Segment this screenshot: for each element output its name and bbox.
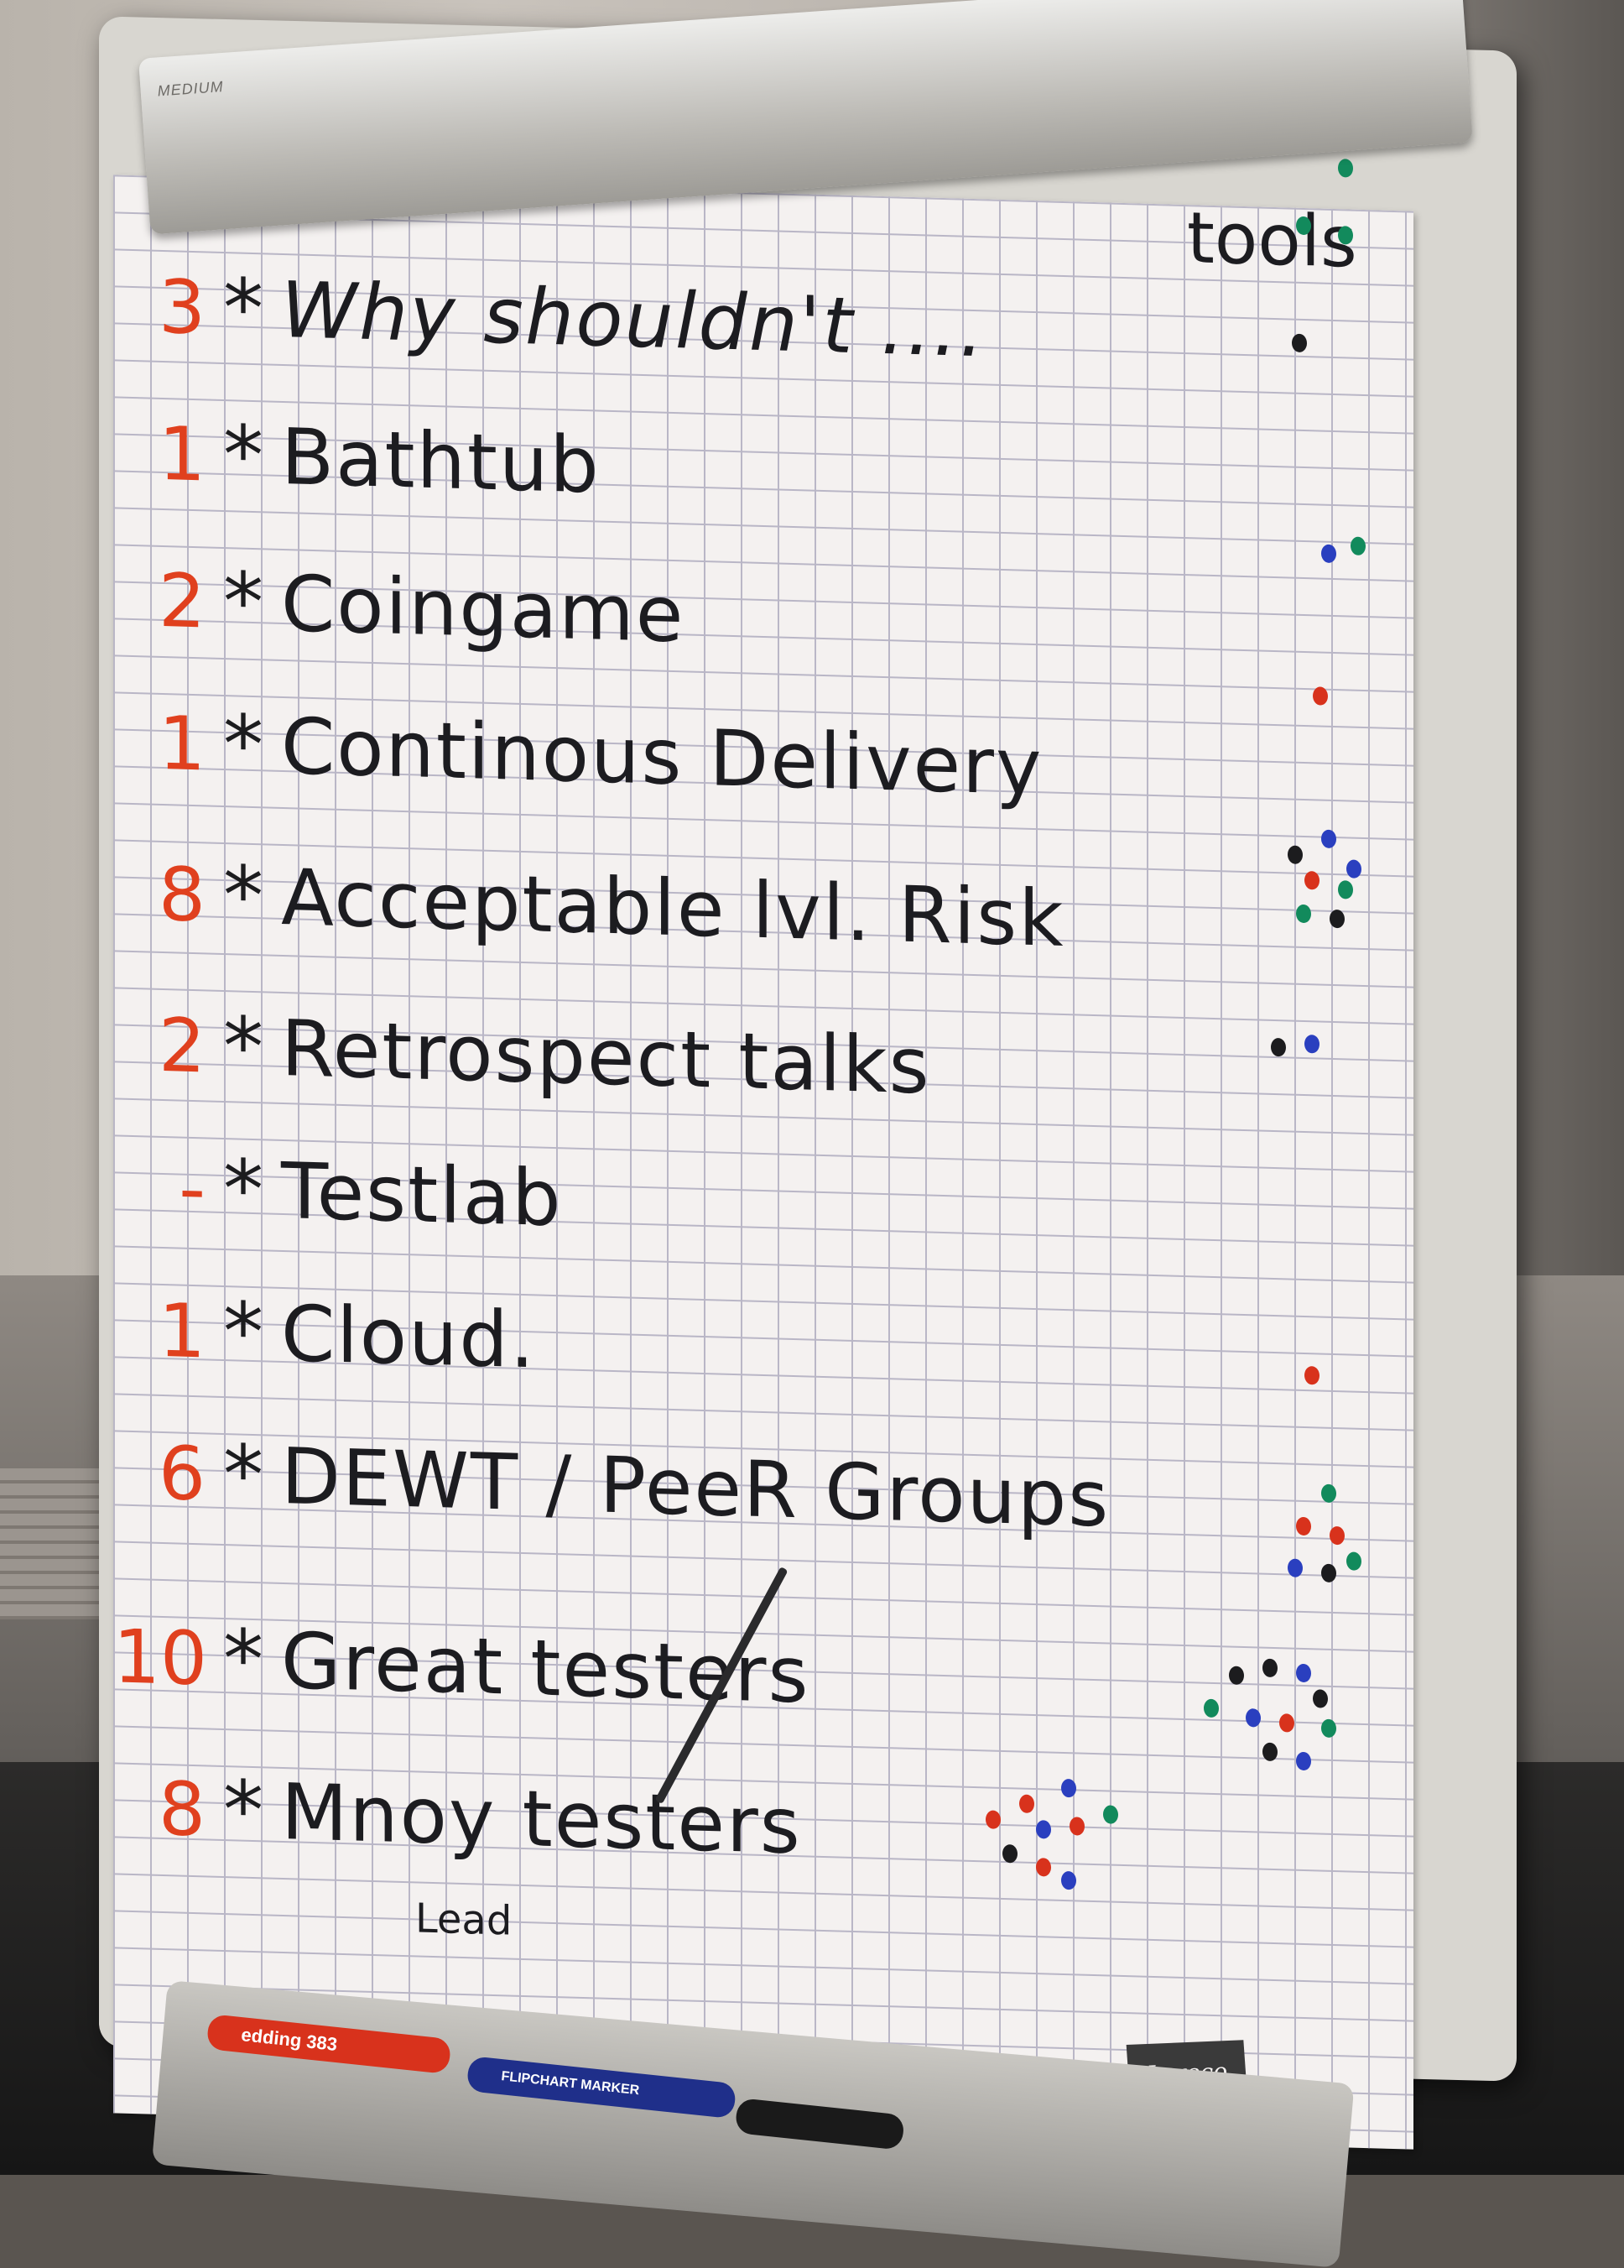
bullet-star-icon: * bbox=[223, 1285, 263, 1380]
vote-dot bbox=[1019, 1794, 1034, 1814]
bullet-star-icon: * bbox=[223, 697, 263, 793]
vote-count: 1 bbox=[159, 1286, 206, 1374]
vote-dot bbox=[1279, 1713, 1294, 1733]
vote-dot bbox=[1036, 1858, 1051, 1877]
vote-dot bbox=[1321, 829, 1336, 849]
list-item: 1 * Continous Delivery bbox=[113, 678, 1413, 840]
topic-label: Bathtub bbox=[281, 411, 601, 511]
topic-label: Continous Delivery bbox=[281, 701, 1044, 812]
vote-count: 8 bbox=[159, 850, 206, 938]
vote-count: 6 bbox=[159, 1429, 206, 1517]
bullet-star-icon: * bbox=[223, 1142, 263, 1238]
flipchart-paper: tools 3 * Why shouldn't .... 1 * Bathtub… bbox=[113, 159, 1413, 2150]
vote-dot bbox=[1321, 1563, 1336, 1583]
annotation-lead: Lead bbox=[415, 1895, 513, 1945]
topic-label: Why shouldn't .... bbox=[281, 264, 986, 374]
vote-count: 10 bbox=[113, 1612, 207, 1702]
list-item: 8 * Acceptable lvl. Risk bbox=[113, 829, 1413, 991]
vote-dot bbox=[1246, 1708, 1261, 1728]
vote-dot bbox=[1061, 1870, 1076, 1890]
red-marker-label: edding 383 bbox=[240, 2024, 339, 2056]
vote-dot bbox=[1321, 1718, 1336, 1739]
blue-marker-label: FLIPCHART MARKER bbox=[500, 2069, 640, 2099]
vote-dot bbox=[1036, 1820, 1051, 1839]
vote-dot bbox=[1262, 1742, 1278, 1762]
vote-dot bbox=[1296, 904, 1311, 924]
list-item: 6 * DEWT / PeeR Groups bbox=[113, 1408, 1413, 1570]
vote-count: 8 bbox=[159, 1765, 206, 1853]
vote-dot bbox=[1070, 1817, 1085, 1836]
vote-count: 2 bbox=[159, 1001, 206, 1089]
vote-count: - bbox=[179, 1144, 206, 1232]
vote-dot bbox=[1061, 1778, 1076, 1798]
topic-label: Acceptable lvl. Risk bbox=[281, 852, 1065, 964]
list-item: 2 * Retrospect talks bbox=[113, 980, 1413, 1142]
bullet-star-icon: * bbox=[223, 848, 263, 944]
vote-dot bbox=[1296, 1516, 1311, 1536]
vote-dot bbox=[1288, 845, 1303, 864]
vote-dot bbox=[1296, 1751, 1311, 1771]
vote-dot bbox=[1351, 536, 1366, 556]
vote-dot bbox=[1296, 216, 1311, 236]
vote-dot bbox=[1321, 1483, 1336, 1504]
vote-count: 2 bbox=[159, 556, 206, 644]
topic-label: Cloud. bbox=[281, 1288, 537, 1385]
vote-count: 1 bbox=[159, 699, 206, 787]
header-suffix-tools: tools bbox=[1187, 196, 1357, 284]
bullet-star-icon: * bbox=[223, 999, 263, 1095]
topic-label: Testlab bbox=[281, 1145, 563, 1243]
vote-dot bbox=[1288, 1558, 1303, 1577]
vote-dot bbox=[986, 1810, 1001, 1829]
vote-dot bbox=[1330, 909, 1345, 929]
vote-dot bbox=[1313, 1689, 1328, 1708]
vote-dot bbox=[1296, 1663, 1311, 1683]
list-item: 10 * Great testers bbox=[113, 1593, 1413, 1754]
topic-label: Mnoy testers bbox=[281, 1766, 802, 1871]
vote-dot bbox=[1002, 1843, 1018, 1864]
vote-dot bbox=[1346, 859, 1361, 879]
bullet-star-icon: * bbox=[223, 261, 263, 357]
vote-dot bbox=[1330, 1525, 1345, 1546]
vote-dot bbox=[1304, 1035, 1320, 1054]
vote-dot bbox=[1271, 1037, 1286, 1057]
bullet-star-icon: * bbox=[223, 1427, 263, 1523]
vote-dot bbox=[1313, 686, 1328, 706]
list-item: 2 * Coingame bbox=[113, 535, 1413, 697]
vote-dot bbox=[1338, 226, 1353, 245]
list-item: 8 * Mnoy testers bbox=[113, 1744, 1413, 1906]
vote-dot bbox=[1321, 544, 1336, 564]
bullet-star-icon: * bbox=[223, 555, 263, 650]
vote-dot bbox=[1262, 1658, 1278, 1678]
vote-dot bbox=[1304, 871, 1320, 890]
vote-count: 1 bbox=[159, 409, 206, 498]
list-item: - * Testlab bbox=[113, 1123, 1413, 1285]
vote-dot bbox=[1292, 333, 1307, 353]
vote-dot bbox=[1346, 1551, 1361, 1571]
bullet-star-icon: * bbox=[223, 408, 263, 503]
list-item: 1 * Bathtub bbox=[113, 388, 1413, 550]
vote-dot bbox=[1204, 1698, 1219, 1718]
vote-dot bbox=[1229, 1666, 1244, 1686]
vote-count: 3 bbox=[159, 263, 206, 351]
bullet-star-icon: * bbox=[223, 1763, 263, 1859]
topic-label: Retrospect talks bbox=[281, 1003, 931, 1112]
bullet-star-icon: * bbox=[223, 1612, 263, 1708]
vote-dot bbox=[1103, 1805, 1118, 1824]
board-brand-label: MEDIUM bbox=[157, 78, 225, 100]
list-item: 1 * Cloud. bbox=[113, 1265, 1413, 1427]
vote-dot bbox=[1338, 159, 1353, 178]
topic-label: Coingame bbox=[281, 558, 685, 660]
vote-dot bbox=[1338, 880, 1353, 899]
topic-label: DEWT / PeeR Groups bbox=[281, 1431, 1111, 1545]
vote-dot bbox=[1304, 1366, 1320, 1385]
